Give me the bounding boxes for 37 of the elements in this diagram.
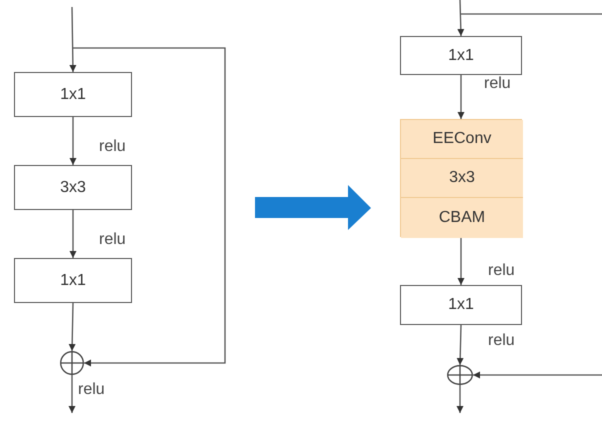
layer-label: 3x3 bbox=[449, 169, 475, 187]
layer-label: 1x1 bbox=[60, 272, 86, 290]
arrow bbox=[456, 324, 464, 366]
arrow bbox=[68, 375, 76, 413]
arrow bbox=[72, 47, 226, 366]
arrow bbox=[70, 117, 76, 165]
arrow bbox=[68, 302, 76, 352]
layer-section bbox=[401, 120, 523, 159]
layer-box bbox=[14, 258, 132, 303]
layer-box bbox=[400, 285, 522, 325]
layer-label: 3x3 bbox=[60, 178, 86, 196]
layer-section bbox=[401, 198, 523, 238]
arrow bbox=[458, 75, 464, 119]
arrow bbox=[458, 237, 464, 285]
edge-label: relu bbox=[488, 332, 515, 350]
layer-label: 1x1 bbox=[448, 296, 474, 314]
layer-section bbox=[401, 159, 523, 198]
edge-label: relu bbox=[488, 262, 515, 280]
sum-circle bbox=[447, 365, 473, 385]
edge-label: relu bbox=[78, 381, 105, 399]
layer-box bbox=[14, 165, 132, 210]
arrow bbox=[70, 210, 76, 258]
layer-box bbox=[400, 36, 522, 75]
arrow bbox=[69, 6, 76, 72]
edge-label: relu bbox=[99, 138, 126, 156]
layer-box bbox=[14, 72, 132, 117]
arrow bbox=[473, 372, 602, 378]
edge-label: relu bbox=[484, 75, 511, 93]
edge-label: relu bbox=[99, 231, 126, 249]
arrow bbox=[456, 385, 464, 413]
layer-label: 1x1 bbox=[60, 86, 86, 104]
layer-label: 1x1 bbox=[448, 46, 474, 64]
block-group bbox=[400, 119, 522, 237]
layer-label: EEConv bbox=[432, 130, 492, 148]
layer-label: CBAM bbox=[438, 209, 486, 227]
sum-circle bbox=[60, 351, 84, 375]
arrow bbox=[457, 0, 464, 36]
